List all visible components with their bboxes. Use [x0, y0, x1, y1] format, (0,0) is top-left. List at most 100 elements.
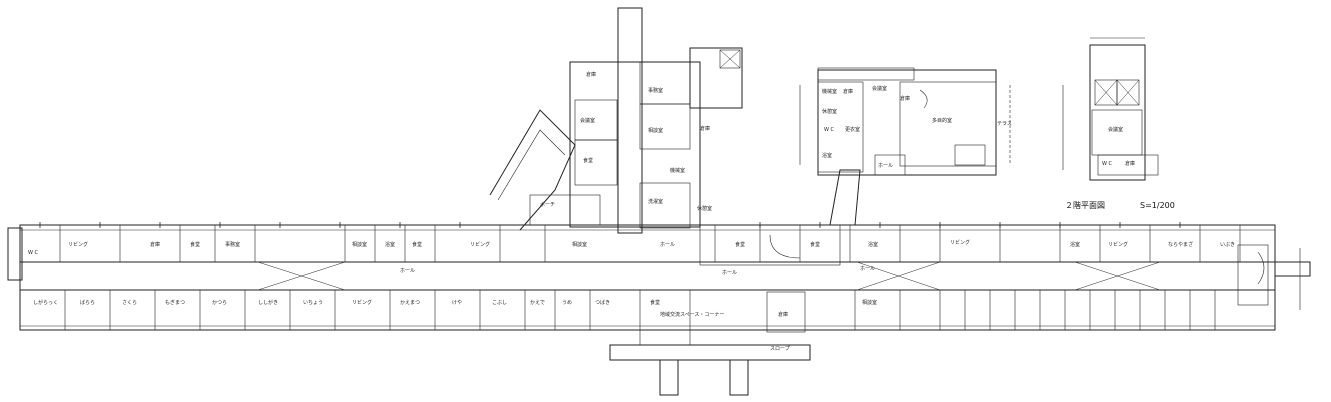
room-label: いちょう	[303, 300, 323, 306]
room-label: 食堂	[810, 241, 820, 248]
room-label: ホール	[400, 268, 415, 274]
room-label: 倉庫	[900, 95, 910, 102]
floor2-outline	[817, 69, 997, 176]
stair-cross-east-1	[856, 261, 941, 291]
north-block-east-3	[639, 182, 691, 229]
room-label: リビング	[352, 299, 372, 306]
elevator-outline	[1089, 44, 1146, 181]
room-label: 相談室	[648, 127, 663, 134]
room-label: ホール	[878, 163, 893, 169]
room-label: ポーチ	[540, 201, 555, 208]
room-label: うめ	[562, 300, 572, 306]
room-label: 機械室	[822, 88, 837, 95]
south-entrance-right	[729, 359, 749, 396]
curved-wall	[769, 234, 801, 259]
room-label: しがらっく	[33, 299, 58, 306]
south-center-block	[639, 289, 691, 346]
north-row-dividers	[59, 225, 1241, 262]
main-wing-outline	[19, 224, 1276, 331]
floor2-title: ２階平面図	[1065, 200, 1105, 210]
north-wing-rooms	[569, 61, 701, 228]
room-label: ホール	[660, 242, 675, 248]
room-label: 倉庫	[1125, 160, 1135, 167]
stair-box-northeast	[719, 49, 741, 69]
floor2-stair	[954, 144, 986, 166]
room-label: いぶき	[1220, 241, 1235, 248]
stair-cross-east-2	[1074, 261, 1161, 291]
room-label: スロープ	[770, 346, 790, 352]
diagonal-wing-inner	[497, 129, 566, 201]
room-label: 会議室	[872, 85, 887, 92]
room-label: ホール	[722, 270, 737, 276]
room-label: 倉庫	[843, 88, 853, 95]
floor2-door-arc	[919, 89, 928, 109]
room-label: 倉庫	[700, 125, 710, 132]
central-east-block	[699, 224, 841, 266]
room-label: ホール	[860, 266, 875, 272]
east-end-frame	[1237, 244, 1269, 306]
floor2-hall	[899, 81, 997, 167]
porch	[529, 194, 601, 226]
room-label: 地域交流スペース・コーナー	[660, 311, 724, 318]
south-row-dividers	[64, 290, 1216, 330]
room-label: 倉庫	[778, 311, 788, 318]
stair-cross-west	[257, 261, 346, 291]
east-entrance-arc	[1257, 251, 1265, 285]
floor2-left-rooms	[817, 81, 864, 173]
room-label: リビング	[1108, 241, 1128, 248]
room-label: 相談室	[572, 241, 587, 248]
floor2-link	[874, 154, 906, 176]
room-label: ししがき	[258, 299, 278, 306]
room-label: もぎまつ	[165, 299, 185, 306]
north-wing-stem	[617, 7, 643, 234]
room-label: さくら	[122, 299, 137, 306]
room-label: つばき	[595, 299, 610, 306]
room-label: 食堂	[412, 241, 422, 248]
plan-labels: ２階平面図 S=1/200 リビング W C 倉庫 食堂 事務室 相談室 浴室 …	[28, 71, 1235, 352]
north-block-west-2	[574, 139, 618, 186]
room-label: かつら	[212, 299, 227, 306]
room-label: W C	[824, 127, 835, 133]
room-label: 会議室	[580, 117, 595, 124]
room-label: 倉庫	[150, 241, 160, 248]
room-label: 食堂	[650, 299, 660, 306]
room-label: 事務室	[225, 241, 240, 248]
west-entrance	[7, 227, 23, 281]
room-label: リビング	[950, 239, 970, 246]
stair-cross	[719, 49, 741, 69]
room-label: 浴室	[868, 241, 878, 248]
room-label: 食堂	[583, 157, 593, 164]
room-label: 相談室	[862, 299, 877, 306]
room-label: 浴室	[1070, 241, 1080, 248]
room-label: リビング	[470, 241, 490, 248]
northeast-wing-link	[829, 169, 861, 226]
floor2-scale: S=1/200	[1140, 201, 1175, 210]
column-ticks	[39, 222, 1181, 228]
north-block-east	[639, 61, 691, 105]
room-label: 休憩室	[822, 108, 837, 115]
plan-linework	[7, 7, 1311, 396]
south-entrance-porch	[609, 344, 811, 361]
north-service-block	[689, 47, 743, 109]
room-label: リビング	[68, 241, 88, 248]
room-label: 食堂	[735, 241, 745, 248]
room-label: 倉庫	[586, 71, 596, 78]
room-label: W C	[1102, 161, 1113, 167]
room-label: W C	[28, 250, 39, 256]
room-label: ならやまざ	[1168, 241, 1193, 248]
room-label: 多目的室	[932, 117, 952, 124]
room-label: かえまつ	[400, 299, 420, 306]
east-entrance-corridor	[1274, 261, 1311, 277]
room-label: 機械室	[670, 167, 685, 174]
room-label: 相談室	[352, 241, 367, 248]
room-label: 会議室	[1108, 126, 1123, 133]
room-label: 浴室	[822, 152, 832, 159]
south-entrance-left	[659, 359, 679, 396]
north-block-east-2	[639, 103, 691, 150]
elevator-shaft-2	[1116, 79, 1140, 106]
room-label: 事務室	[648, 87, 663, 94]
room-label: 浴室	[385, 241, 395, 248]
room-label: こぶし	[492, 300, 507, 306]
elevator-shaft-cross	[1094, 79, 1140, 106]
